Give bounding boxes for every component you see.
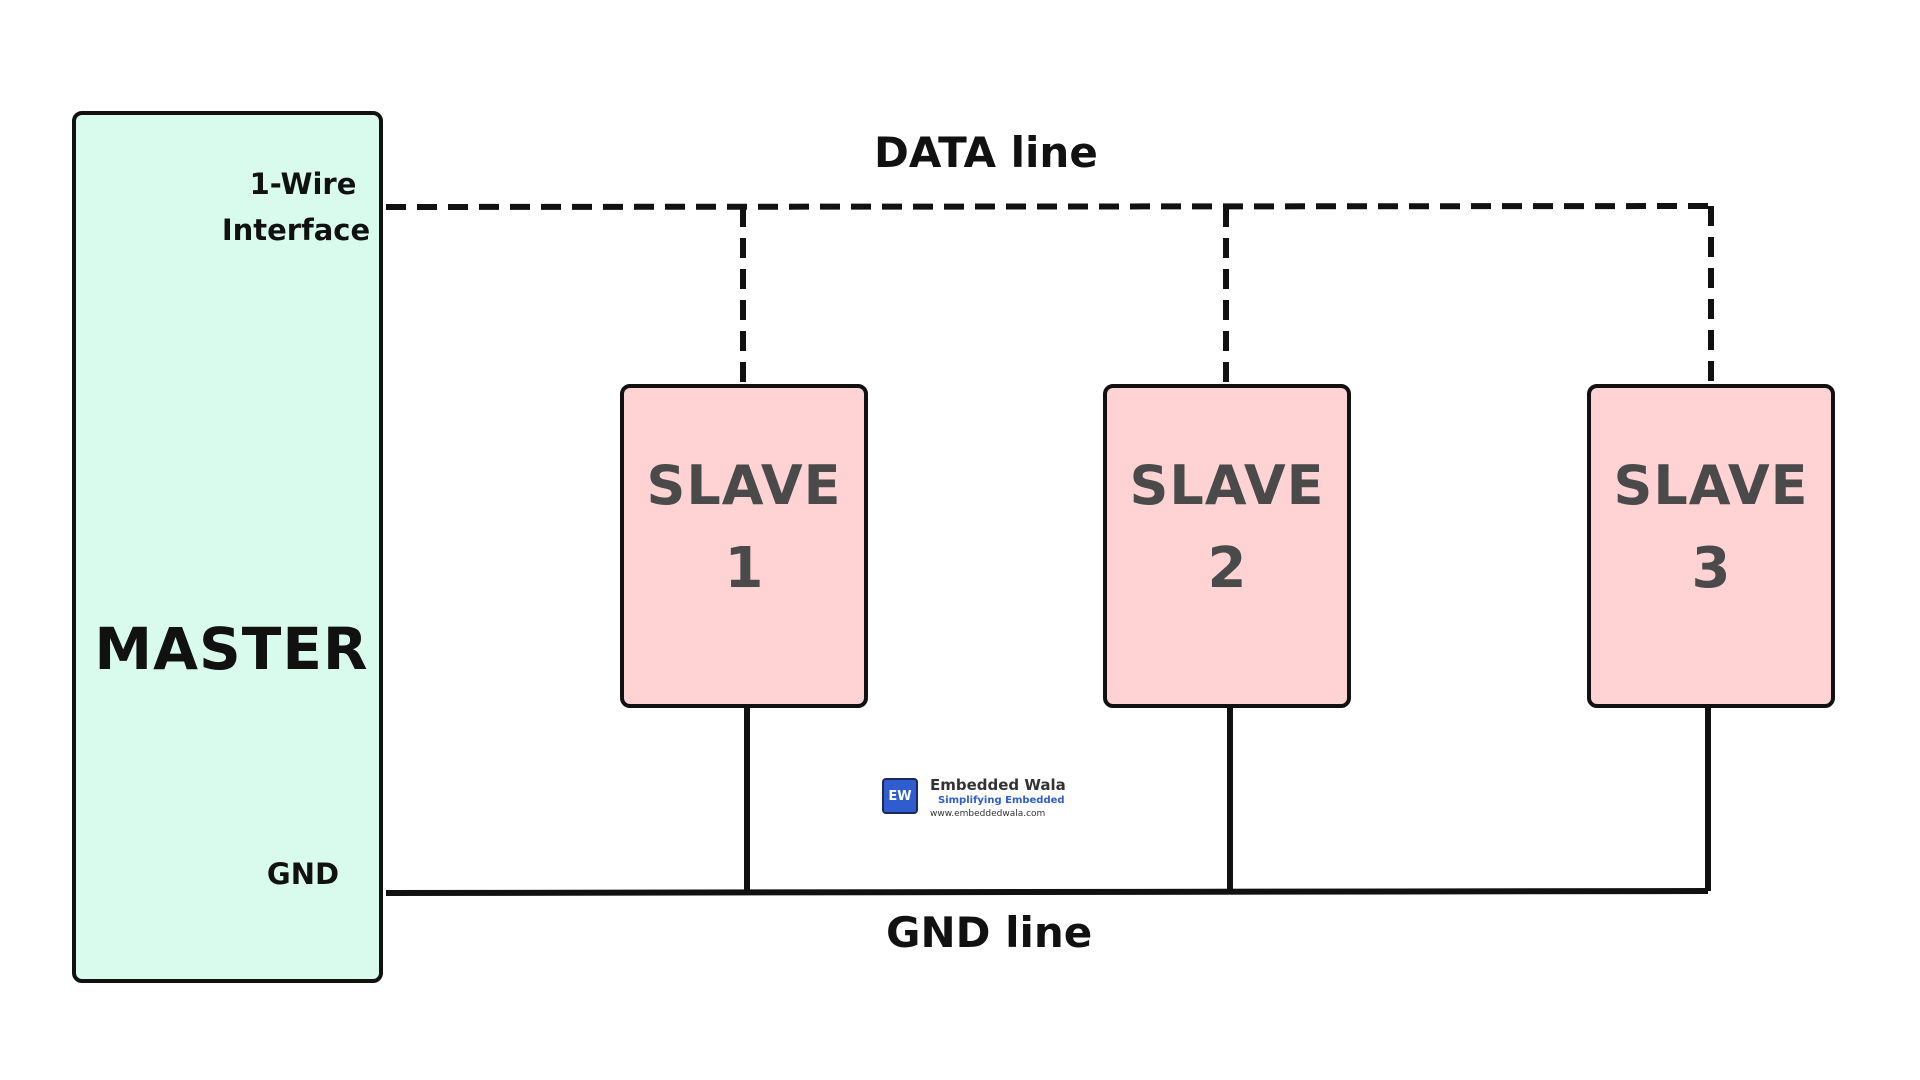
slave-2-number: 2 <box>1207 536 1247 601</box>
gnd-line-label: GND line <box>886 908 1093 957</box>
data-line-label: DATA line <box>874 128 1098 177</box>
data-line <box>385 203 1714 384</box>
master-block: 1-Wire Interface MASTER GND <box>72 111 383 983</box>
master-interface-label-line2: Interface <box>221 213 371 247</box>
slave-3-number: 3 <box>1691 536 1731 601</box>
embedded-wala-logo: EW Embedded Wala Simplifying Embedded ww… <box>880 772 1066 824</box>
gnd-line-bus <box>385 888 1709 896</box>
logo-tagline: Simplifying Embedded <box>938 795 1065 806</box>
slave-2-name: SLAVE <box>1129 454 1325 517</box>
slave-block-2: SLAVE 2 <box>1103 384 1351 708</box>
chip-icon: EW <box>882 778 918 814</box>
slave-block-1: SLAVE 1 <box>620 384 868 708</box>
logo-url: www.embeddedwala.com <box>930 809 1046 819</box>
slave-1-number: 1 <box>724 536 764 601</box>
logo-name: Embedded Wala <box>930 776 1066 794</box>
master-interface-label-line1: 1-Wire <box>249 167 357 201</box>
slave-3-name: SLAVE <box>1613 454 1809 517</box>
slave-block-3: SLAVE 3 <box>1587 384 1835 708</box>
data-line-bus <box>385 203 1712 210</box>
slave-1-name: SLAVE <box>646 454 842 517</box>
master-title: MASTER <box>94 615 369 683</box>
gnd-line <box>385 708 1711 896</box>
master-gnd-label: GND <box>266 857 340 891</box>
